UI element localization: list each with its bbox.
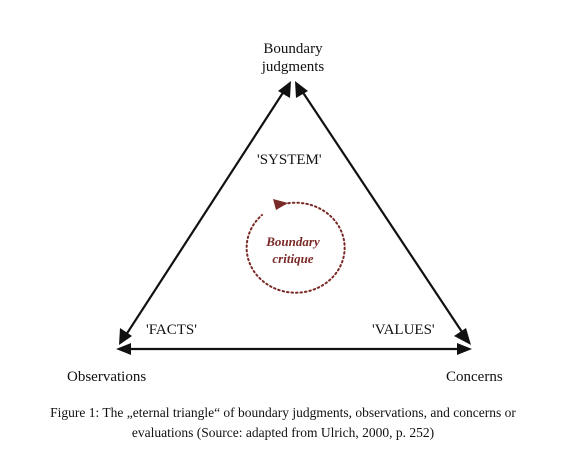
arrowhead-right-bottom (454, 328, 471, 345)
arrowhead-right-top (295, 81, 308, 98)
arrowhead-left-top (278, 81, 291, 98)
arrowhead-bottom-right (457, 343, 472, 355)
node-observations: Observations (67, 369, 147, 385)
figure-caption: Figure 1: The „eternal triangle“ of boun… (20, 403, 546, 443)
node-boundary-judgments-line2: judgments (261, 59, 325, 75)
figure-caption-line2: evaluations (Source: adapted from Ulrich… (131, 425, 435, 440)
edge-boundary-concerns (299, 87, 467, 339)
boundary-critique-line2: critique (272, 251, 314, 266)
label-system: 'SYSTEM' (257, 152, 322, 168)
boundary-critique-label: Boundary critique (243, 233, 343, 267)
boundary-critique-cycle (245, 201, 346, 294)
boundary-critique-line1: Boundary (266, 234, 320, 249)
node-boundary-judgments: Boundary judgments (243, 40, 343, 76)
node-concerns: Concerns (446, 369, 503, 385)
label-facts: 'FACTS' (146, 322, 197, 338)
arrowhead-left-bottom (119, 328, 132, 345)
arrowhead-bottom-left (116, 343, 131, 355)
label-values: 'VALUES' (372, 322, 435, 338)
figure-caption-line1: Figure 1: The „eternal triangle“ of boun… (50, 405, 516, 420)
cycle-arrowhead (273, 199, 288, 210)
node-boundary-judgments-line1: Boundary (263, 41, 323, 57)
edge-observations-boundary (123, 87, 287, 339)
